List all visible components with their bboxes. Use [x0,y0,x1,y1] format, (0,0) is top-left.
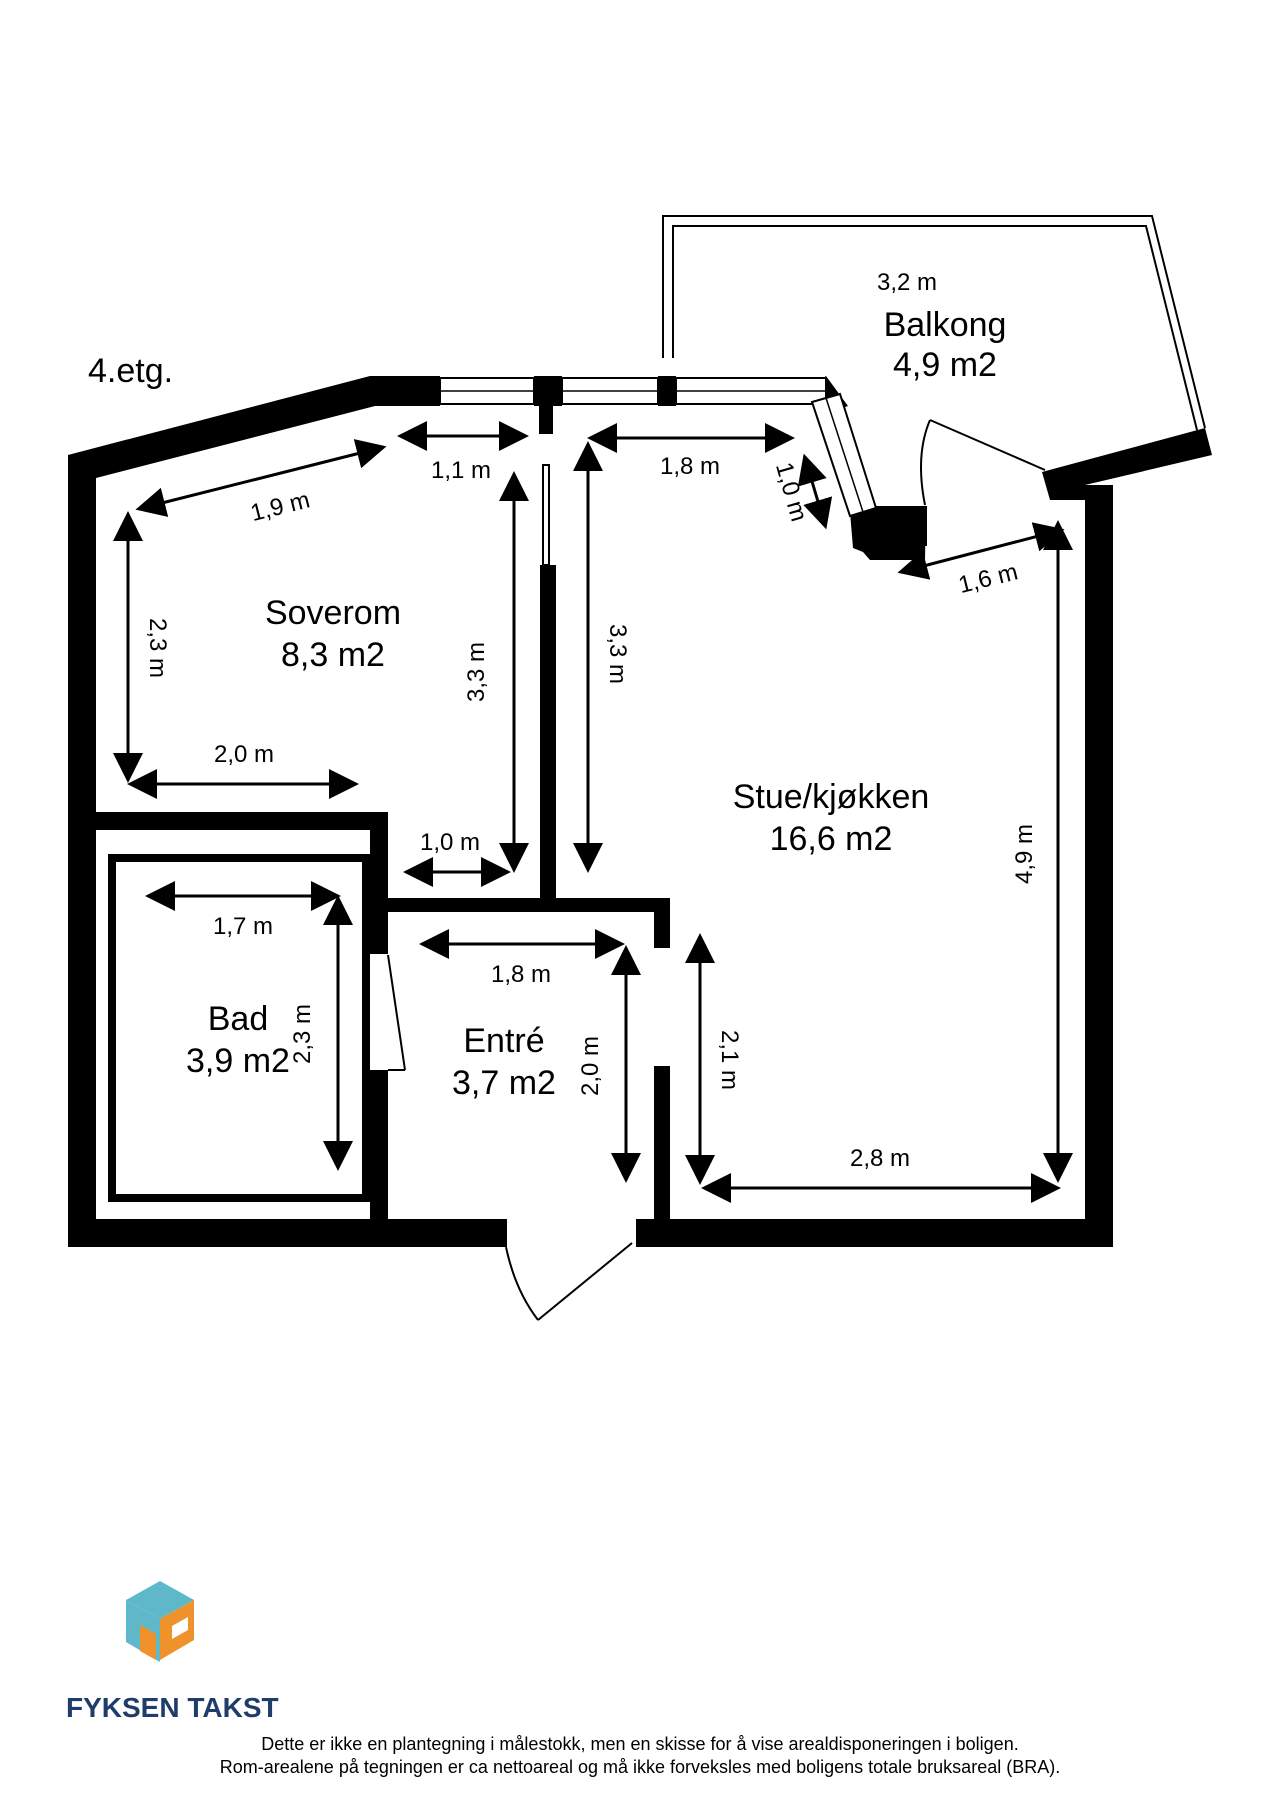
room-labels: Balkong 4,9 m2 Soverom 8,3 m2 Stue/kjøkk… [186,306,1006,1102]
dim-stue-bottom: 2,8 m [850,1145,910,1172]
dim-balkong-width: 3,2 m [877,269,937,296]
dimension-labels: 3,2 m 1,9 m 1,1 m 1,8 m 1,0 m 1,6 m 2,3 … [144,269,1038,1172]
room-name-entre: Entré [463,1022,544,1060]
room-area-entre: 3,7 m2 [452,1064,556,1102]
fyksen-takst-logo: FYKSEN TAKST [66,1581,279,1723]
balcony-railing [662,215,1206,431]
disclaimer-line-2: Rom-arealene på tegningen er ca nettoare… [220,1757,1060,1777]
dim-bad-height: 2,3 m [289,1004,316,1064]
dimension-lines [113,421,1073,1203]
dim-entre-width: 1,8 m [491,961,551,988]
room-area-balkong: 4,9 m2 [893,346,997,384]
dim-balkong-door: 1,6 m [956,558,1021,599]
dim-stue-left: 3,3 m [604,624,631,684]
dim-soverom-top: 1,9 m [248,486,313,527]
disclaimer-line-1: Dette er ikke en plantegning i målestokk… [261,1734,1018,1754]
interior-walls [96,404,670,1321]
room-name-balkong: Balkong [884,306,1007,344]
logo-wordmark: FYKSEN TAKST [66,1692,279,1723]
dim-stue-window: 1,8 m [660,453,720,480]
windows [439,377,878,518]
room-area-soverom: 8,3 m2 [281,636,385,674]
dim-stue-opening: 2,1 m [716,1030,743,1090]
dim-soverom-window: 1,1 m [431,457,491,484]
room-name-bad: Bad [208,1000,269,1038]
room-area-bad: 3,9 m2 [186,1042,290,1080]
dim-soverom-left: 2,3 m [144,618,171,678]
room-area-stue: 16,6 m2 [770,820,893,858]
dim-stue-window-angled: 1,0 m [770,459,813,524]
dim-bad-width: 1,7 m [213,913,273,940]
dim-stue-right: 4,9 m [1011,824,1038,884]
room-name-stue: Stue/kjøkken [733,778,930,816]
exterior-walls [68,376,1212,1247]
dim-soverom-depth: 3,3 m [463,642,490,702]
dim-entre-height: 2,0 m [577,1036,604,1096]
balcony-door [920,419,1046,506]
dim-soverom-passage: 1,0 m [420,829,480,856]
floor-label: 4.etg. [88,352,173,390]
dim-soverom-bottom: 2,0 m [214,741,274,768]
room-name-soverom: Soverom [265,594,401,632]
